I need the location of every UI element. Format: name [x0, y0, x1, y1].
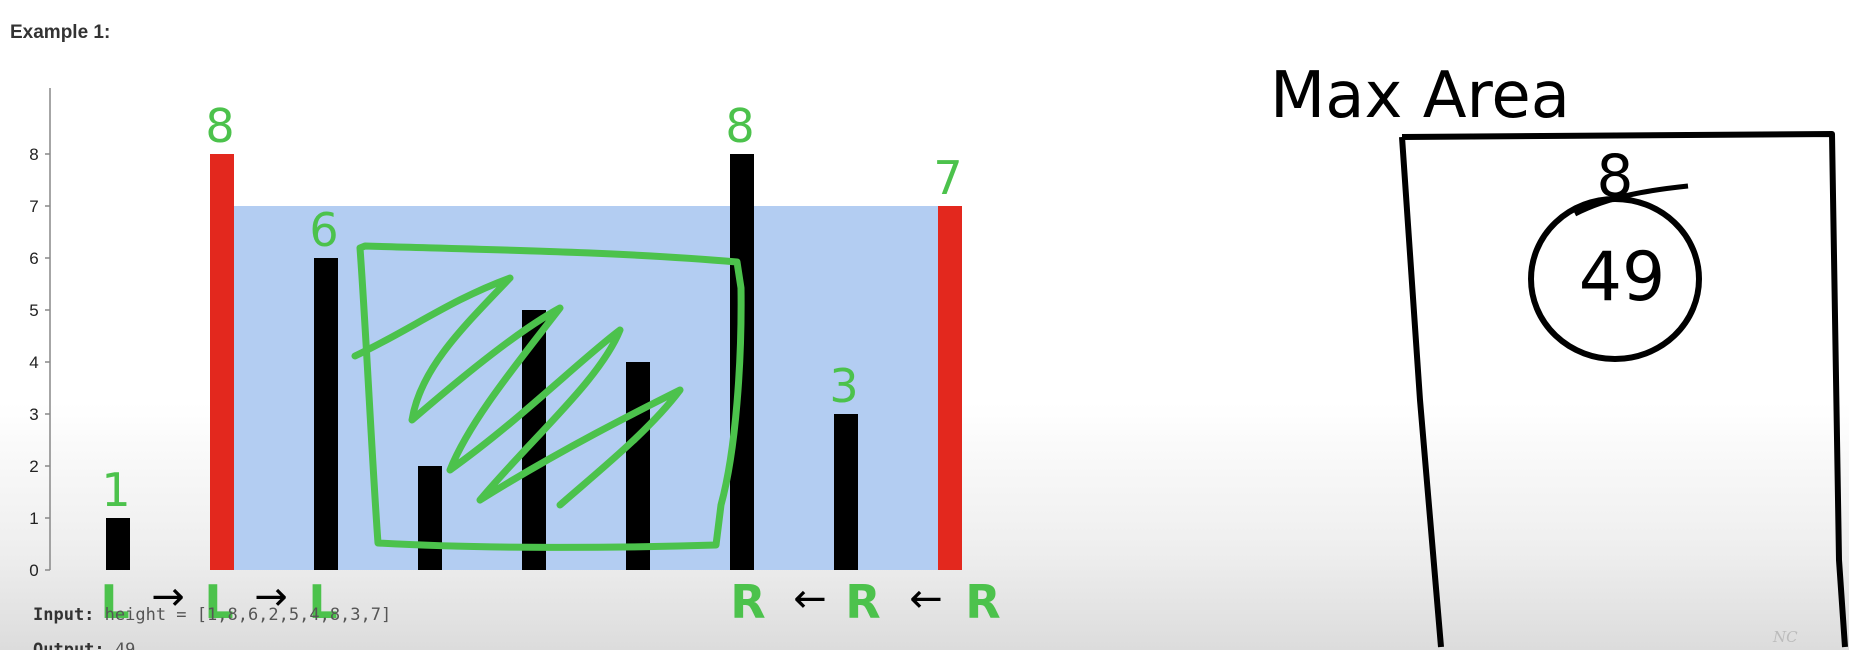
- output-line: Output: 49: [33, 640, 135, 650]
- max-area-value: 49: [1579, 238, 1666, 317]
- height-label: 6: [309, 203, 338, 257]
- strike-through: [1573, 183, 1689, 217]
- bar-1: [106, 518, 130, 570]
- height-label: 1: [101, 463, 130, 517]
- right-pointer: R: [730, 575, 765, 629]
- scribble-annotation: [351, 242, 745, 551]
- max-area-box: Max Area 8 49: [1270, 59, 1848, 648]
- input-text: height = [1,8,6,2,5,4,8,3,7]: [94, 605, 392, 625]
- height-label: 8: [205, 99, 234, 153]
- bar-9: [938, 206, 962, 570]
- bar-3: [314, 258, 338, 570]
- height-label: 7: [933, 151, 962, 205]
- output-text: 49: [104, 640, 136, 650]
- pointer-annotations: L L L → → R R R ← ←: [100, 574, 1000, 629]
- arrow-left: ←: [909, 576, 943, 622]
- y-tick-label: 2: [29, 457, 38, 476]
- y-tick-label: 4: [29, 353, 38, 372]
- y-tick-label: 7: [29, 197, 38, 216]
- arrow-left: ←: [793, 576, 827, 622]
- max-area-title: Max Area: [1270, 59, 1570, 133]
- bar-2: [210, 154, 234, 570]
- y-tick-label: 5: [29, 301, 38, 320]
- bar-6: [626, 362, 650, 570]
- output-label: Output:: [33, 640, 105, 650]
- y-tick-label: 1: [29, 509, 38, 528]
- right-pointer: R: [845, 575, 880, 629]
- example-heading: Example 1:: [10, 22, 111, 43]
- left-pointer: L: [308, 575, 337, 629]
- watermark-logo: NC: [1773, 628, 1798, 646]
- input-line: Input: height = [1,8,6,2,5,4,8,3,7]: [33, 605, 391, 625]
- height-label: 8: [725, 99, 754, 153]
- left-pointer: L: [100, 575, 129, 629]
- y-tick-label: 8: [29, 145, 38, 164]
- height-annotations: 1 8 6 8 3 7: [101, 99, 962, 517]
- left-pointer: L: [204, 575, 233, 629]
- input-label: Input:: [33, 605, 95, 625]
- y-tick-label: 6: [29, 249, 38, 268]
- scribble-box: [356, 242, 745, 551]
- height-label: 3: [829, 359, 858, 413]
- arrow-right: →: [254, 574, 288, 620]
- max-area-circle: [1528, 196, 1702, 362]
- y-axis: 0 1 2 3 4 5 6 7 8: [29, 88, 51, 580]
- arrow-right: →: [151, 574, 185, 620]
- y-tick-label: 3: [29, 405, 38, 424]
- bar-8: [834, 414, 858, 570]
- bars: [106, 154, 962, 570]
- scribble-zigzag: [351, 274, 684, 509]
- bar-4: [418, 466, 442, 570]
- max-area-frame: [1399, 131, 1848, 648]
- y-tick-label: 0: [29, 561, 38, 580]
- right-pointer: R: [965, 575, 1000, 629]
